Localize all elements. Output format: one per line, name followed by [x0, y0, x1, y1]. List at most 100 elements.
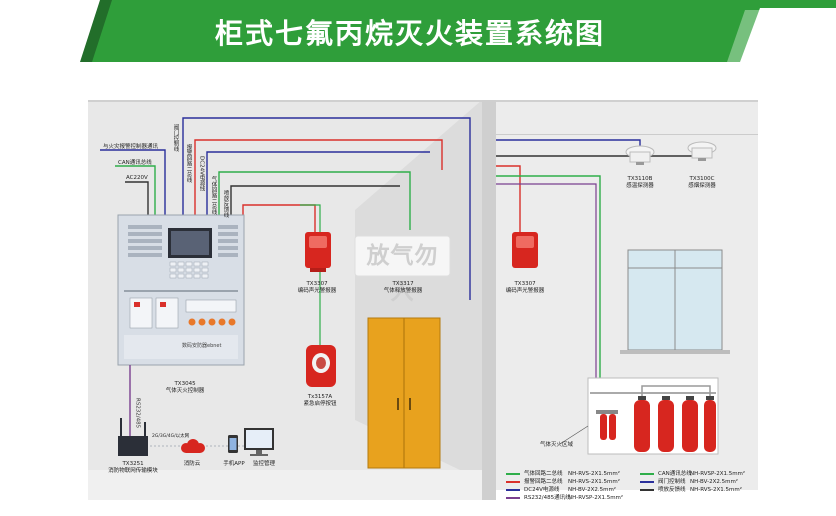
legend-name: 气体回路二总线 — [524, 471, 563, 477]
sign-name: 气体释放警报器 — [383, 288, 423, 294]
legend-swatch — [640, 480, 654, 483]
zone-pointer — [559, 425, 589, 445]
legend-swatch — [506, 496, 520, 499]
controller-divider — [124, 290, 238, 292]
legend-spec: NH-BV-2X2.5mm² — [690, 479, 739, 485]
legend-swatch — [640, 488, 654, 491]
cable-alarm-loop — [194, 139, 443, 215]
controller-model: TX3045 — [174, 381, 196, 387]
legend-row: 报警回路二总线 NH-RVS-2X1.5mm² — [506, 478, 656, 486]
cable-green-to-alarm — [300, 204, 321, 232]
legend-row: DC24V电源线 NH-BV-2X2.5mm² — [506, 486, 656, 494]
cable-gas-loop — [218, 171, 411, 230]
controller-screen-glow — [171, 231, 209, 255]
cable-dc24v — [206, 151, 430, 215]
cloud-icon — [181, 439, 205, 453]
banner-green-shape — [90, 0, 836, 62]
legend-row: 喷放反馈线 NH-RVS-2X1.5mm² — [640, 486, 790, 494]
alarm-loop-label: 报警回路二总线 — [185, 144, 192, 183]
banner-light-stripe — [727, 10, 760, 62]
temp-detector-name: 感温探测器 — [626, 183, 654, 189]
button-model: Tx3157A — [307, 394, 333, 400]
temp-detector — [625, 145, 655, 165]
cylinder-rack — [587, 377, 719, 455]
banner-dark-stripe — [80, 0, 112, 62]
legend-spec: NH-BV-2X2.5mm² — [568, 487, 617, 493]
iot-module — [118, 418, 148, 456]
gas-release-sign — [354, 235, 451, 277]
monitor-label: 监控管理 — [252, 461, 275, 467]
legend-swatch — [506, 472, 520, 475]
legend-spec: NH-RVS-2X1.5mm² — [568, 471, 620, 477]
controller-bottom-panel — [124, 335, 238, 359]
net-types-label: 2G/3G/4G/以太网 — [152, 434, 190, 439]
controller-led-panel — [128, 225, 238, 257]
smoke-detector — [687, 141, 717, 161]
cable-right-red — [496, 165, 521, 232]
release-feedback-label: 喷放反馈线 — [222, 190, 229, 218]
legend-name: DC24V电源线 — [524, 487, 560, 493]
cable-right-purple — [496, 183, 597, 395]
cloud-label: 消防云 — [183, 461, 201, 467]
cable-right-green — [496, 175, 601, 395]
legend-name: 喷放反馈线 — [658, 487, 686, 493]
module-model: TX3251 — [122, 461, 144, 467]
legend-name: 阀门控制线 — [658, 479, 686, 485]
cable-blue-top — [100, 149, 166, 215]
ac-power-label: AC220V — [126, 175, 148, 181]
legend-name: 报警回路二总线 — [524, 479, 563, 485]
fire-alarm-link-label: 与火灾报警控制器通讯 — [103, 144, 159, 150]
button-name: 紧急启停按钮 — [303, 401, 337, 407]
cable-release-feedback — [230, 185, 400, 215]
alarm-left-name: 编码声光警报器 — [297, 288, 337, 294]
controller-name: 气体灭火控制器 — [165, 388, 205, 394]
gas-loop-label: 气体回路二总线 — [210, 176, 217, 215]
controller-brand: 数码安防器ebnet — [182, 343, 222, 349]
legend-spec: NH-RVS-2X1.5mm² — [568, 479, 620, 485]
legend-swatch — [506, 480, 520, 483]
alarm-left-model: TX3307 — [306, 281, 328, 287]
room-window — [620, 249, 730, 354]
legend-name: RS232/485通讯线 — [524, 495, 571, 501]
phone-icon — [228, 435, 238, 453]
sign-model: TX3317 — [392, 281, 414, 287]
temp-detector-model: TX3110B — [627, 176, 653, 182]
controller-keypad — [169, 261, 209, 279]
left-room-floor — [88, 470, 482, 500]
legend-row: 气体回路二总线 NH-RVS-2X1.5mm² — [506, 470, 656, 478]
column-divider — [482, 100, 496, 500]
cable-valve-control — [182, 117, 471, 300]
legend-spec: NH-RVSP-2X1.5mm² — [690, 471, 746, 477]
legend-swatch — [506, 488, 520, 491]
legend-swatch — [640, 472, 654, 475]
zone-label: 气体灭火区域 — [540, 442, 574, 448]
top-border-right — [496, 100, 758, 102]
right-room-ceiling-line — [496, 134, 758, 135]
room-door — [367, 317, 441, 469]
alarm-right-model: TX3307 — [514, 281, 536, 287]
dc24v-label: DC24V电源线 — [198, 156, 205, 192]
legend-spec: NH-RVS-2X1.5mm² — [690, 487, 742, 493]
sign-text: 放气勿入 — [366, 243, 439, 305]
alarm-left-device — [305, 232, 331, 272]
legend-name: CAN通讯总线 — [658, 471, 692, 477]
cable-green-can — [115, 165, 156, 215]
smoke-detector-name: 感烟探测器 — [688, 183, 716, 189]
alarm-right-device — [512, 232, 538, 268]
smoke-detector-model: TX3100C — [689, 176, 715, 182]
cable-dark-ac — [125, 181, 149, 215]
rs485-label: RS232/485 — [134, 398, 141, 429]
header-banner — [80, 0, 836, 62]
valve-control-label: 阀门控制线 — [172, 124, 179, 152]
app-label: 手机APP — [223, 461, 245, 467]
can-bus-label: CAN通讯总线 — [118, 160, 152, 166]
module-name: 消防物联网传输模块 — [108, 468, 158, 474]
legend-row: 阀门控制线 NH-BV-2X2.5mm² — [640, 478, 790, 486]
top-border-left — [88, 100, 482, 102]
emergency-button-device — [306, 345, 336, 387]
cable-red-to-alarm — [242, 204, 316, 232]
page-title: 柜式七氟丙烷灭火装置系统图 — [214, 17, 605, 50]
alarm-right-name: 编码声光警报器 — [505, 288, 545, 294]
